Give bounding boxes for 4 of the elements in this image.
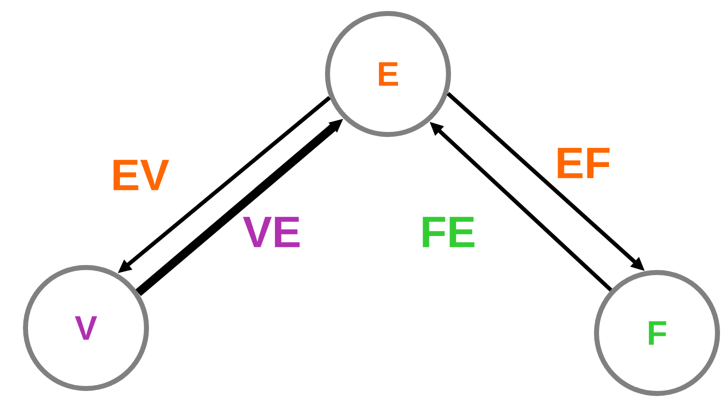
edge-label: EV: [110, 158, 170, 192]
edge-label: EF: [554, 146, 612, 180]
edge-label: VE: [242, 216, 302, 248]
edge-label: FE: [418, 216, 478, 248]
